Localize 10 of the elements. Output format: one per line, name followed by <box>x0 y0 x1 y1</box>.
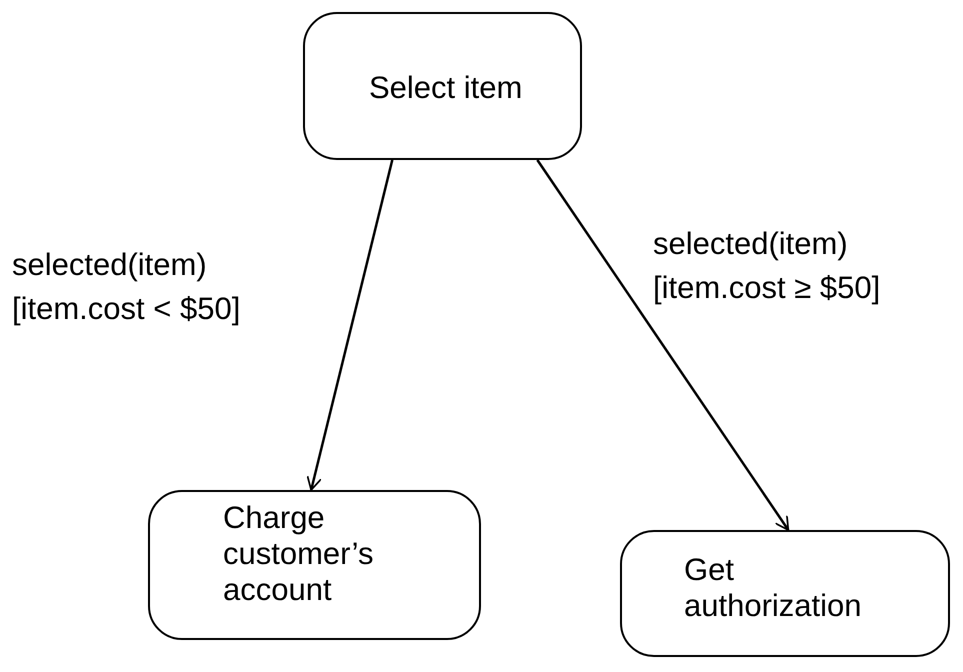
edge-label: selected(item) [item.cost ≥ $50] <box>653 225 882 307</box>
state-box <box>620 530 950 657</box>
state-box <box>148 490 481 640</box>
state-name: Charge customer’s account <box>222 499 374 608</box>
state-name: Select item <box>368 69 524 106</box>
arrow <box>306 160 394 491</box>
arrow <box>536 159 790 531</box>
edge-label: selected(item) [item.cost < $50] <box>12 246 242 328</box>
state-name: Get authorization <box>683 551 863 624</box>
state-box <box>303 12 582 160</box>
